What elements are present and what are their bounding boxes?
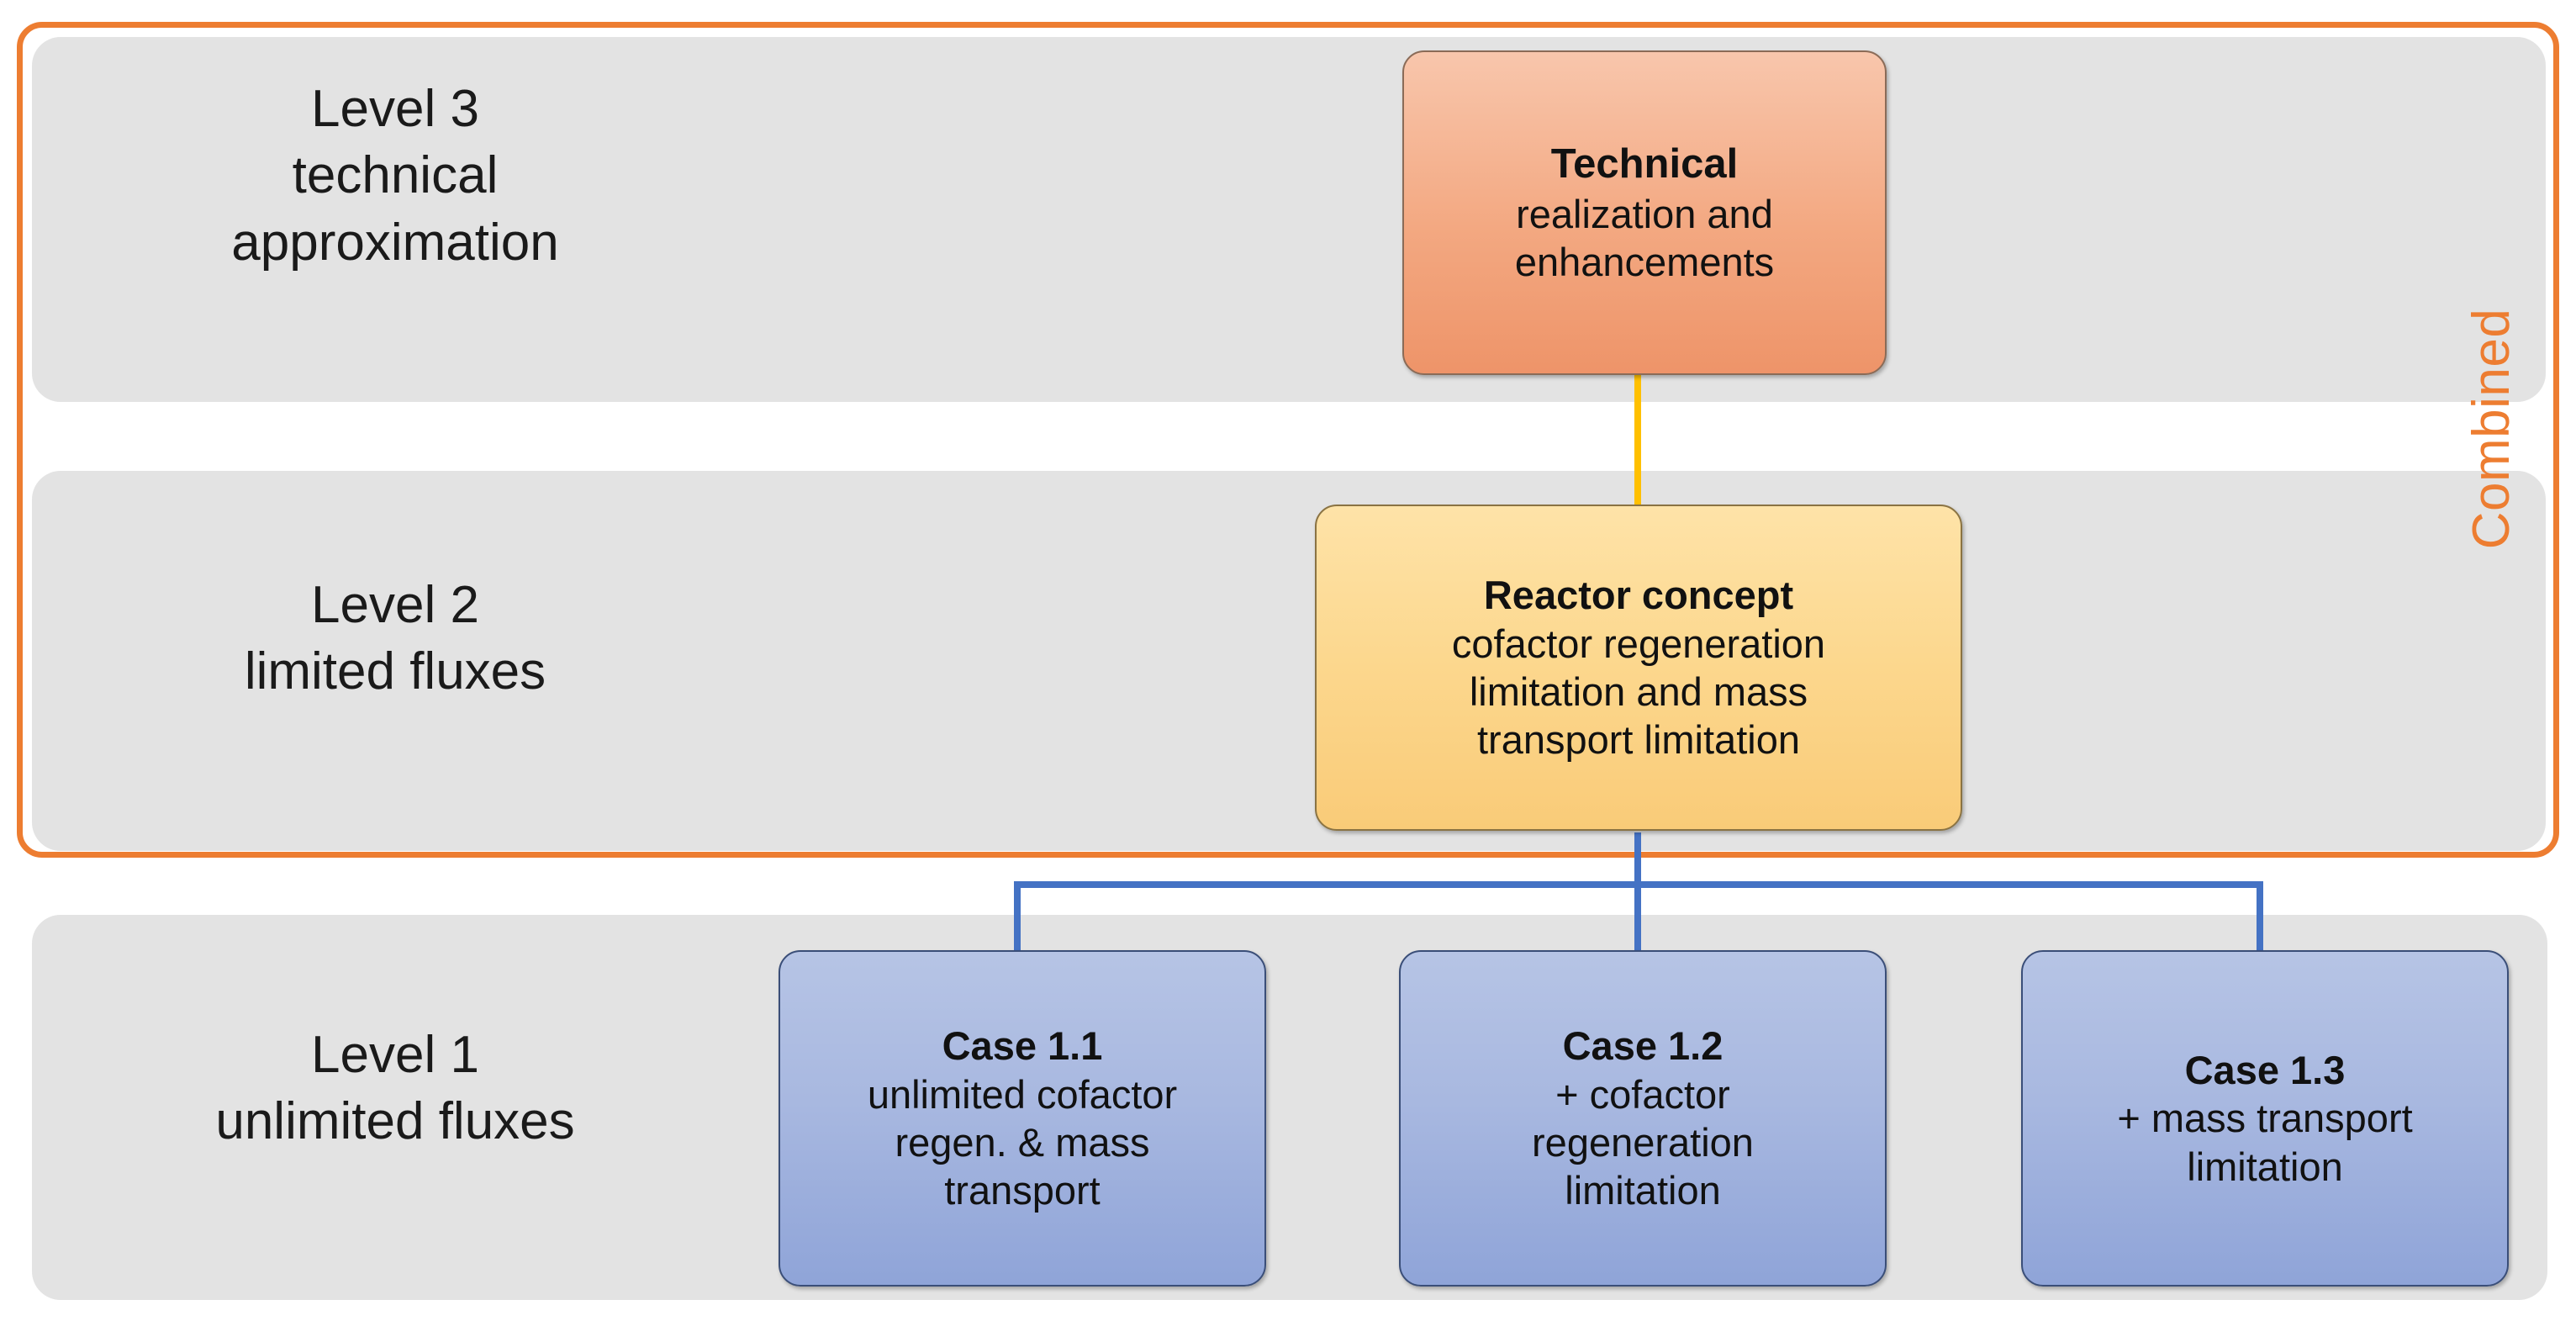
node-case-1-1[interactable]: Case 1.1 unlimited cofactor regen. & mas… — [779, 950, 1266, 1287]
connector-drop-case-3 — [2257, 881, 2263, 959]
node-case-1-1-description: unlimited cofactor regen. & mass transpo… — [867, 1071, 1178, 1213]
node-technical-realization[interactable]: Technical realization and enhancements — [1402, 50, 1887, 375]
node-technical-description: realization and enhancements — [1514, 191, 1775, 284]
node-reactor-description: cofactor regeneration limitation and mas… — [1451, 621, 1826, 763]
node-case-1-3[interactable]: Case 1.3 + mass transport limitation — [2021, 950, 2509, 1287]
node-case-1-2[interactable]: Case 1.2 + cofactor regeneration limitat… — [1399, 950, 1887, 1287]
level-title-level2: Level 2 limited fluxes — [244, 576, 546, 701]
connector-drop-case-2 — [1634, 881, 1641, 959]
level-title-level3: Level 3 technical approximation — [231, 80, 559, 272]
combined-label: Combined — [2463, 308, 2521, 550]
node-case-1-1-title: Case 1.1 — [942, 1023, 1103, 1069]
node-case-1-3-description: + mass transport limitation — [2117, 1096, 2413, 1189]
level-band-level3 — [32, 37, 2546, 402]
node-reactor-title: Reactor concept — [1483, 573, 1794, 618]
node-case-1-3-title: Case 1.3 — [2184, 1048, 2346, 1092]
level-band-level2 — [32, 471, 2546, 851]
node-case-1-2-description: + cofactor regeneration limitation — [1532, 1071, 1754, 1213]
node-technical-title: Technical — [1550, 140, 1739, 187]
node-case-1-2-title: Case 1.2 — [1562, 1023, 1723, 1069]
connector-drop-case-1 — [1014, 881, 1021, 959]
level-title-level1: Level 1 unlimited fluxes — [215, 1026, 575, 1151]
node-reactor-concept[interactable]: Reactor concept cofactor regeneration li… — [1315, 505, 1962, 831]
connector-technical-to-reactor — [1634, 373, 1641, 508]
connector-reactor-stem — [1634, 832, 1641, 886]
